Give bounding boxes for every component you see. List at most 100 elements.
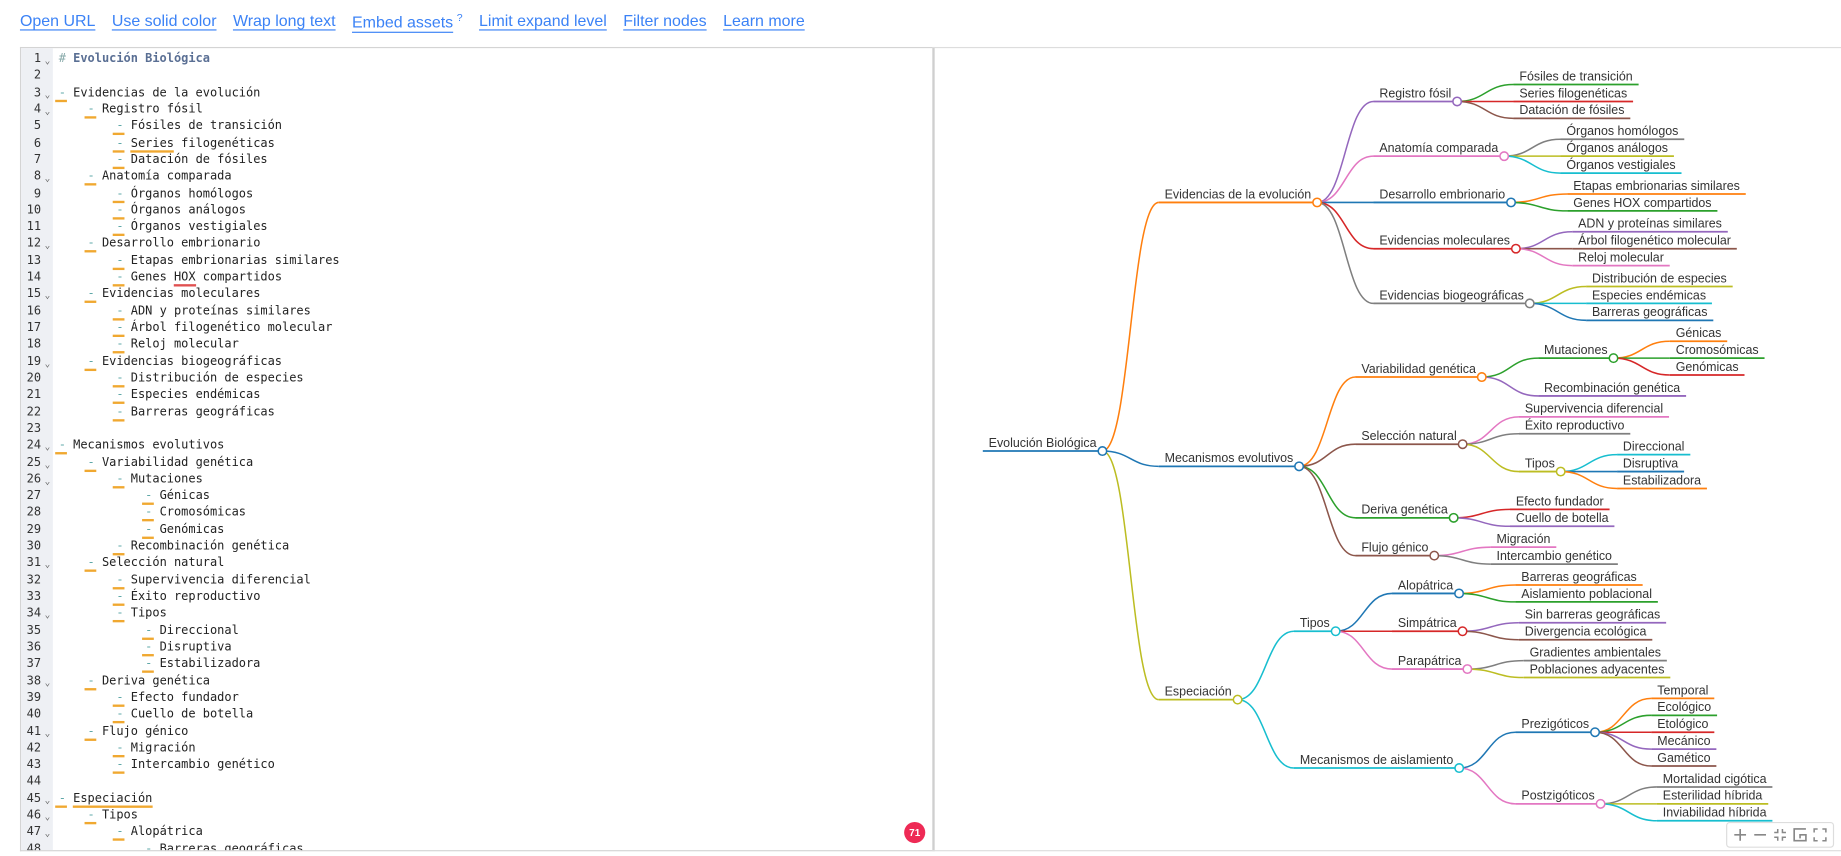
- fullscreen-icon[interactable]: [1812, 826, 1830, 844]
- node-label[interactable]: Cromosómicas: [1676, 343, 1759, 357]
- code-line[interactable]: 3⌄- Evidencias de la evolución: [21, 85, 932, 102]
- mindmap-node[interactable]: Etológico: [1651, 717, 1715, 734]
- code-line[interactable]: 21 - Especies endémicas: [21, 388, 932, 405]
- mindmap-node[interactable]: Aislamiento poblacional: [1515, 587, 1658, 603]
- collapse-toggle-circle[interactable]: [1232, 694, 1243, 705]
- code-line[interactable]: 2: [21, 68, 932, 85]
- node-label[interactable]: Evolución Biológica: [989, 436, 1097, 450]
- filter-nodes-link[interactable]: Filter nodes: [623, 11, 707, 30]
- mindmap-node[interactable]: Disruptiva: [1617, 456, 1685, 473]
- node-label[interactable]: Reloj molecular: [1578, 250, 1664, 264]
- code-line[interactable]: 11 - Órganos vestigiales: [21, 220, 932, 237]
- node-label[interactable]: Cuello de botella: [1516, 511, 1609, 525]
- fold-chevron-icon[interactable]: ⌄: [44, 88, 51, 100]
- code-line[interactable]: 48 - Barreras geográficas: [21, 842, 932, 850]
- node-label[interactable]: Génicas: [1676, 326, 1722, 340]
- fold-chevron-icon[interactable]: ⌄: [44, 794, 51, 806]
- mindmap-node[interactable]: Anatomía comparada: [1373, 141, 1510, 162]
- code-line[interactable]: 18 - Reloj molecular: [21, 337, 932, 354]
- code-line[interactable]: 4⌄ - Registro fósil: [21, 102, 932, 119]
- mindmap-node[interactable]: Barreras geográficas: [1515, 570, 1643, 586]
- mindmap-node[interactable]: Deriva genética: [1355, 503, 1459, 523]
- embed-assets-link[interactable]: Embed assets: [352, 13, 454, 32]
- spellcheck-flag[interactable]: HOX: [173, 271, 196, 287]
- mindmap-node[interactable]: Génicas: [1669, 326, 1728, 343]
- mindmap-node[interactable]: Direccional: [1617, 440, 1691, 456]
- limit-expand-level-link[interactable]: Limit expand level: [479, 11, 607, 30]
- node-label[interactable]: Órganos análogos: [1566, 140, 1668, 155]
- collapse-toggle-circle[interactable]: [1506, 197, 1517, 208]
- mindmap-node[interactable]: Reloj molecular: [1572, 250, 1670, 267]
- code-line[interactable]: 47⌄ - Alopátrica: [21, 825, 932, 842]
- mindmap-node[interactable]: Mecanismos evolutivos: [1158, 451, 1305, 472]
- node-label[interactable]: Mecanismos de aislamiento: [1300, 753, 1454, 767]
- node-label[interactable]: Órganos homólogos: [1566, 123, 1678, 138]
- node-label[interactable]: Parapátrica: [1398, 654, 1462, 668]
- fold-chevron-icon[interactable]: ⌄: [44, 105, 51, 117]
- node-label[interactable]: Genes HOX compartidos: [1573, 196, 1711, 210]
- code-line[interactable]: 12⌄ - Desarrollo embrionario: [21, 237, 932, 254]
- node-label[interactable]: Estabilizadora: [1623, 473, 1701, 487]
- mindmap-node[interactable]: Evidencias de la evolución: [1158, 187, 1323, 208]
- collapse-toggle-circle[interactable]: [1454, 588, 1465, 599]
- node-label[interactable]: Series filogenéticas: [1519, 86, 1627, 100]
- mindmap-node[interactable]: Etapas embrionarias similares: [1567, 179, 1746, 195]
- node-label[interactable]: Disruptiva: [1623, 456, 1678, 470]
- node-label[interactable]: Inviabilidad híbrida: [1663, 806, 1767, 820]
- mindmap-node[interactable]: Esterilidad híbrida: [1656, 789, 1769, 805]
- collapse-toggle-circle[interactable]: [1097, 446, 1108, 457]
- mindmap-node[interactable]: Gamético: [1651, 751, 1717, 767]
- code-line[interactable]: 28 - Cromosómicas: [21, 505, 932, 522]
- fold-chevron-icon[interactable]: ⌄: [44, 290, 51, 302]
- mindmap-node[interactable]: ADN y proteínas similares: [1572, 217, 1728, 233]
- collapse-toggle-circle[interactable]: [1312, 197, 1323, 208]
- code-line[interactable]: 37 - Estabilizadora: [21, 657, 932, 674]
- code-line[interactable]: 23: [21, 421, 932, 438]
- node-label[interactable]: Esterilidad híbrida: [1663, 789, 1763, 803]
- node-label[interactable]: Prezigóticos: [1521, 717, 1589, 731]
- code-line[interactable]: 20 - Distribución de especies: [21, 371, 932, 388]
- mindmap-node[interactable]: Mecanismos de aislamiento: [1293, 753, 1465, 774]
- mindmap-node[interactable]: Series filogenéticas: [1513, 86, 1634, 103]
- node-label[interactable]: Flujo génico: [1361, 541, 1428, 555]
- node-label[interactable]: Divergencia ecológica: [1525, 625, 1647, 639]
- mindmap-node[interactable]: Intercambio genético: [1490, 549, 1618, 565]
- mindmap-node[interactable]: Poblaciones adyacentes: [1523, 662, 1671, 679]
- mindmap-node[interactable]: Fósiles de transición: [1513, 69, 1639, 86]
- collapse-toggle-circle[interactable]: [1608, 353, 1619, 364]
- node-label[interactable]: Sin barreras geográficas: [1525, 608, 1661, 622]
- code-line[interactable]: 46⌄ - Tipos: [21, 808, 932, 825]
- recurse-toggle-icon[interactable]: [1791, 826, 1809, 844]
- mindmap-node[interactable]: Divergencia ecológica: [1518, 625, 1653, 641]
- code-line[interactable]: 7 - Datación de fósiles: [21, 152, 932, 169]
- node-label[interactable]: Variabilidad genética: [1361, 362, 1476, 376]
- node-label[interactable]: Efecto fundador: [1516, 494, 1604, 508]
- issue-count-badge[interactable]: 71: [904, 821, 926, 844]
- mindmap-node[interactable]: Flujo génico: [1355, 541, 1440, 561]
- node-label[interactable]: Poblaciones adyacentes: [1530, 662, 1665, 676]
- node-label[interactable]: Evidencias biogeográficas: [1379, 288, 1524, 302]
- mindmap-node[interactable]: Genes HOX compartidos: [1567, 196, 1718, 212]
- code-line[interactable]: 25⌄ - Variabilidad genética: [21, 455, 932, 472]
- mindmap-node[interactable]: Cromosómicas: [1669, 343, 1765, 360]
- collapse-toggle-circle[interactable]: [1454, 763, 1465, 774]
- collapse-toggle-circle[interactable]: [1330, 626, 1341, 637]
- mindmap-node[interactable]: Tipos: [1293, 616, 1341, 637]
- mindmap-svg[interactable]: Evolución Biológica Evidencias de la evol…: [932, 47, 1841, 851]
- code-line[interactable]: 15⌄ - Evidencias moleculares: [21, 287, 932, 304]
- collapse-toggle-circle[interactable]: [1448, 512, 1459, 523]
- code-line[interactable]: 33 - Éxito reproductivo: [21, 589, 932, 606]
- code-line[interactable]: 36 - Disruptiva: [21, 640, 932, 657]
- mindmap-node[interactable]: Órganos homólogos: [1560, 123, 1685, 141]
- fold-chevron-icon[interactable]: ⌄: [44, 55, 51, 66]
- mindmap-node[interactable]: Parapátrica: [1392, 654, 1473, 675]
- mindmap-node[interactable]: Mutaciones: [1538, 343, 1619, 364]
- mindmap-node[interactable]: Selección natural: [1355, 429, 1468, 450]
- code-line[interactable]: 40 - Cuello de botella: [21, 707, 932, 724]
- collapse-toggle-circle[interactable]: [1457, 439, 1468, 450]
- node-label[interactable]: Mutaciones: [1544, 343, 1608, 357]
- node-label[interactable]: ADN y proteínas similares: [1578, 217, 1722, 231]
- code-line[interactable]: 16 - ADN y proteínas similares: [21, 304, 932, 321]
- fold-chevron-icon[interactable]: ⌄: [44, 475, 51, 486]
- node-label[interactable]: Gradientes ambientales: [1530, 645, 1661, 659]
